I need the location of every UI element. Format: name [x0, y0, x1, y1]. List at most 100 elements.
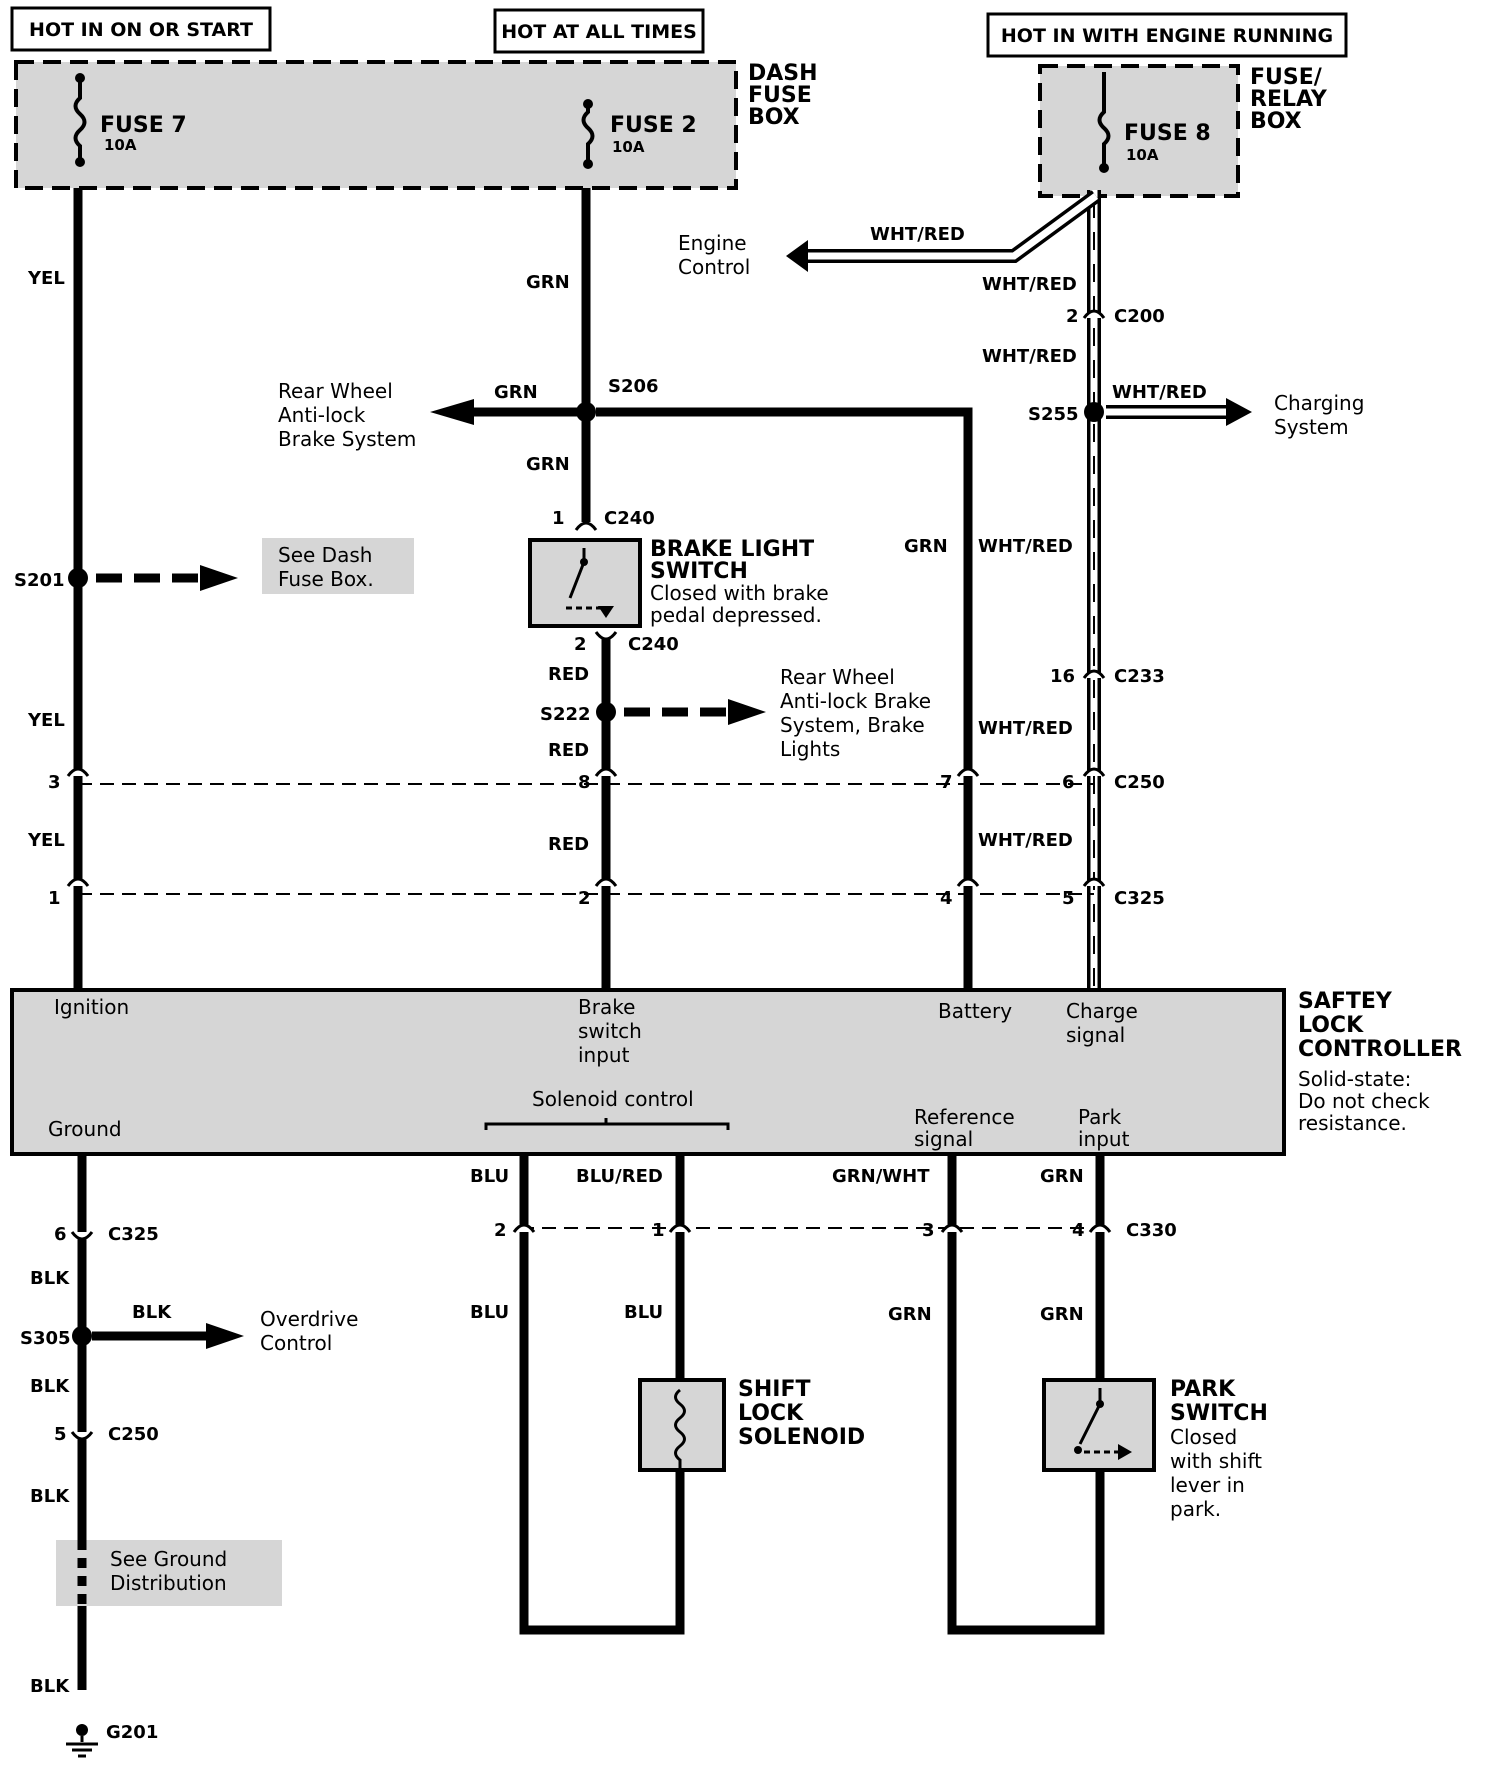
- fuse-relay-box: FUSE/ RELAY BOX FUSE 8 10A: [1038, 64, 1328, 198]
- park-switch-contact-icon: [1074, 1388, 1132, 1460]
- pin-2-c325: 2: [578, 888, 591, 909]
- wire-label-yel-3: YEL: [27, 830, 65, 851]
- splice-s222: [596, 702, 616, 722]
- connector-c250-top: C250: [1114, 772, 1165, 793]
- header-ign-text: HOT IN ON OR START: [29, 19, 253, 41]
- controller-reference-signal-2: signal: [914, 1127, 973, 1151]
- fuse-7: FUSE 7 10A: [73, 73, 187, 167]
- pin-1-c330: 1: [652, 1220, 665, 1241]
- wire-label-grn-3: GRN: [526, 454, 570, 475]
- controller-solenoid-control: Solenoid control: [532, 1087, 694, 1111]
- overdrive-line-1: Overdrive: [260, 1307, 358, 1331]
- brake-switch-desc-1: Closed with brake: [650, 581, 829, 605]
- pin-3-c250: 3: [48, 772, 61, 793]
- controller-park-input-1: Park: [1078, 1105, 1122, 1129]
- grn-brake-supply-circuit: GRN S206 GRN Rear Wheel Anti-lock Brake …: [278, 188, 973, 990]
- rwabs-lights-line-3: System, Brake: [780, 713, 925, 737]
- controller-title-1: SAFTEY: [1298, 989, 1393, 1014]
- wire-label-red-3: RED: [548, 834, 589, 855]
- ground-symbol-icon: [66, 1724, 98, 1758]
- fuse-8-rating: 10A: [1126, 146, 1159, 164]
- see-dash-line-1: See Dash: [278, 543, 372, 567]
- fuse-2: FUSE 2 10A: [581, 99, 697, 169]
- wire-label-whtred-7: WHT/RED: [978, 830, 1073, 851]
- brake-switch-title-1: BRAKE LIGHT: [650, 537, 814, 562]
- controller-brake-input-3: input: [578, 1043, 630, 1067]
- brake-light-switch: BRAKE LIGHT SWITCH Closed with brake ped…: [528, 537, 829, 628]
- wire-label-blk-1: BLK: [30, 1268, 70, 1289]
- shift-lock-label-3: SOLENOID: [738, 1425, 865, 1450]
- see-ground-distribution-note: [56, 1540, 282, 1606]
- controller-charge-signal-2: signal: [1066, 1023, 1125, 1047]
- pin-4-c325: 4: [940, 888, 953, 909]
- charging-system-line-1: Charging: [1274, 391, 1364, 415]
- park-switch: [1042, 1378, 1156, 1472]
- park-switch-circuit: GRN/WHT GRN 3 4 C330 GRN GRN PARK SWITCH…: [832, 1154, 1268, 1635]
- connector-c240-bottom: C240: [628, 634, 679, 655]
- see-ground-line-2: Distribution: [110, 1571, 227, 1595]
- red-brake-output-circuit: 2 C240 RED S222 Rear Wheel Anti-lock Bra…: [540, 634, 931, 990]
- wire-label-whtred-5: WHT/RED: [978, 536, 1073, 557]
- rwabs-line-3: Brake System: [278, 427, 416, 451]
- wire-label-grn-2: GRN: [494, 382, 538, 403]
- blk-ground-circuit: 6 C325 BLK S305 BLK Overdrive Control BL…: [20, 1154, 358, 1758]
- wire-label-yel-1: YEL: [27, 268, 65, 289]
- park-switch-desc-2: with shift: [1170, 1449, 1262, 1473]
- wire-label-grnwht: GRN/WHT: [832, 1166, 930, 1187]
- fuse-7-name: FUSE 7: [100, 113, 187, 138]
- controller-reference-signal-1: Reference: [914, 1105, 1015, 1129]
- charging-system-line-2: System: [1274, 415, 1349, 439]
- fuse-8-name: FUSE 8: [1124, 121, 1211, 146]
- wire-label-whtred-2: WHT/RED: [982, 274, 1077, 295]
- see-dash-fuse-box-note: [262, 538, 414, 594]
- shift-lock-label-2: LOCK: [738, 1401, 804, 1426]
- fuse-relay-box-label-1: FUSE/: [1250, 65, 1323, 90]
- controller-ground: Ground: [48, 1117, 122, 1141]
- brake-switch-title-2: SWITCH: [650, 559, 748, 584]
- engine-control-line-1: Engine: [678, 231, 747, 255]
- dash-fuse-box-label-2: FUSE: [748, 83, 812, 108]
- header-hot-at-all-times: HOT AT ALL TIMES: [493, 8, 705, 54]
- rwabs-lights-line-4: Lights: [780, 737, 840, 761]
- fuse-8: FUSE 8 10A: [1097, 72, 1211, 173]
- pin-5-c325: 5: [1062, 888, 1075, 909]
- splice-s255-label: S255: [1028, 404, 1079, 425]
- header-all-text: HOT AT ALL TIMES: [501, 21, 697, 43]
- controller-title-2: LOCK: [1298, 1013, 1364, 1038]
- pin-16-c233: 16: [1050, 666, 1075, 687]
- splice-s305: [72, 1326, 92, 1346]
- header-eng-text: HOT IN WITH ENGINE RUNNING: [1001, 25, 1333, 47]
- splice-s222-label: S222: [540, 704, 591, 725]
- park-switch-desc-4: park.: [1170, 1497, 1221, 1521]
- connector-c233: C233: [1114, 666, 1165, 687]
- pin-2-c240: 2: [574, 634, 587, 655]
- shift-lock-solenoid-circuit: BLU BLU/RED 2 1 BLU BLU SHIFT LOCK SOLEN…: [470, 1154, 865, 1635]
- dash-fuse-box: DASH FUSE BOX FUSE 7 10A FUSE 2 10A: [14, 60, 818, 190]
- controller-park-input-2: input: [1078, 1127, 1130, 1151]
- park-switch-title-1: PARK: [1170, 1377, 1236, 1402]
- pin-5-c250: 5: [54, 1424, 67, 1445]
- dash-fuse-box-label-1: DASH: [748, 61, 818, 86]
- header-hot-in-with-engine-running: HOT IN WITH ENGINE RUNNING: [986, 12, 1348, 58]
- wire-label-red-1: RED: [548, 664, 589, 685]
- controller-note-3: resistance.: [1298, 1111, 1407, 1135]
- pin-6-c325: 6: [54, 1224, 67, 1245]
- pin-1-c240: 1: [552, 508, 565, 529]
- park-switch-desc-3: lever in: [1170, 1473, 1245, 1497]
- controller-ignition: Ignition: [54, 995, 129, 1019]
- dash-fuse-box-label-3: BOX: [748, 105, 800, 130]
- pin-2-c330: 2: [494, 1220, 507, 1241]
- fuse-relay-box-label-2: RELAY: [1250, 87, 1328, 112]
- fuse-7-rating: 10A: [104, 136, 137, 154]
- pin-3-c330: 3: [922, 1220, 935, 1241]
- wire-label-grn-1: GRN: [526, 272, 570, 293]
- connector-symbols: [66, 309, 1106, 887]
- pin-1-c325: 1: [48, 888, 61, 909]
- wire-label-blu-2: BLU: [470, 1302, 509, 1323]
- connector-c250-bottom: C250: [108, 1424, 159, 1445]
- wire-label-whtred-1: WHT/RED: [870, 224, 965, 245]
- pin-6-c250: 6: [1062, 772, 1075, 793]
- connector-c240-top: C240: [604, 508, 655, 529]
- shift-lock-solenoid: [638, 1378, 726, 1472]
- shift-lock-label-1: SHIFT: [738, 1377, 810, 1402]
